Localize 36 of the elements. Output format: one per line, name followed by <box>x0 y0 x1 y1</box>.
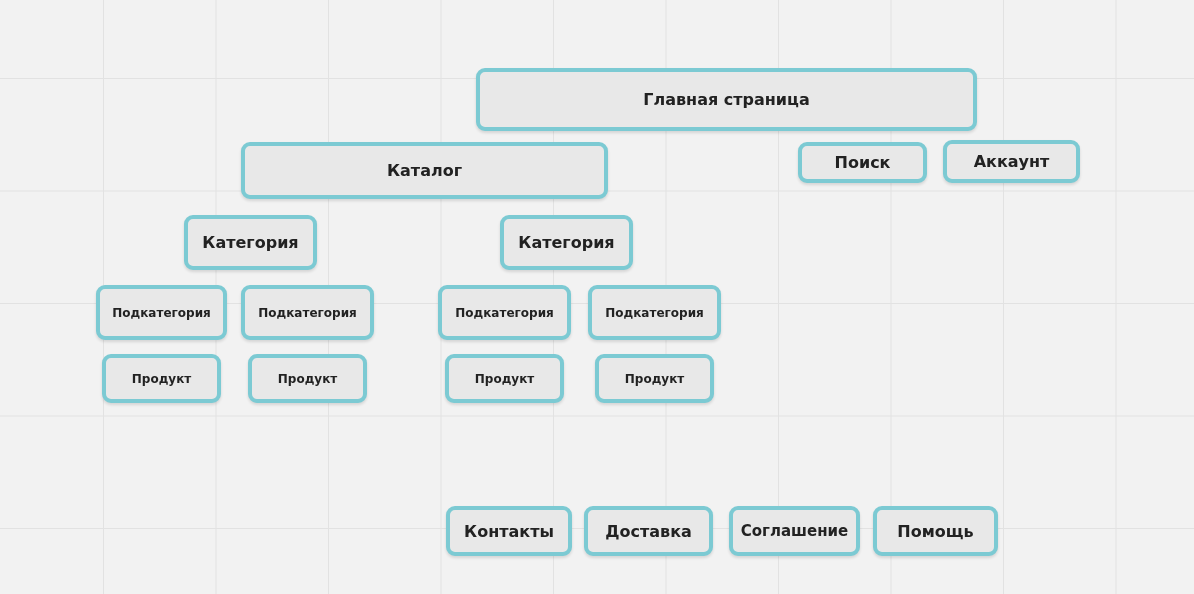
page-label: Каталог <box>387 161 462 180</box>
page-box <box>595 354 714 403</box>
page-box <box>798 142 927 183</box>
page-label: Категория <box>518 233 615 252</box>
page-box <box>438 285 571 340</box>
page-box <box>729 506 860 556</box>
page-box <box>584 506 713 556</box>
page-box <box>446 506 572 556</box>
page-label: Подкатегория <box>605 305 704 320</box>
page-box <box>241 142 608 199</box>
page-label: Доставка <box>605 521 692 541</box>
page-label: Продукт <box>624 371 685 386</box>
page-box <box>96 285 227 340</box>
page-box <box>184 215 317 270</box>
page-label: Соглашение <box>740 522 849 540</box>
page-label: Продукт <box>277 371 338 386</box>
page-box <box>102 354 221 403</box>
page-label: Продукт <box>474 371 535 386</box>
page-box <box>248 354 367 403</box>
page-label: Аккаунт <box>973 152 1050 171</box>
page-label: Контакты <box>464 521 554 541</box>
page-box <box>873 506 998 556</box>
page-box <box>241 285 374 340</box>
page-label: Подкатегория <box>258 305 357 320</box>
page-label: Продукт <box>131 371 192 386</box>
page-box <box>588 285 721 340</box>
page-box <box>476 68 977 131</box>
page-box <box>500 215 633 270</box>
page-label: Категория <box>202 233 299 252</box>
page-box <box>943 140 1080 183</box>
page-label: Помощь <box>897 521 974 541</box>
page-label: Поиск <box>834 153 891 172</box>
page-box <box>445 354 564 403</box>
page-label: Подкатегория <box>112 305 211 320</box>
page-label: Главная страница <box>643 90 810 109</box>
page-label: Подкатегория <box>455 305 554 320</box>
